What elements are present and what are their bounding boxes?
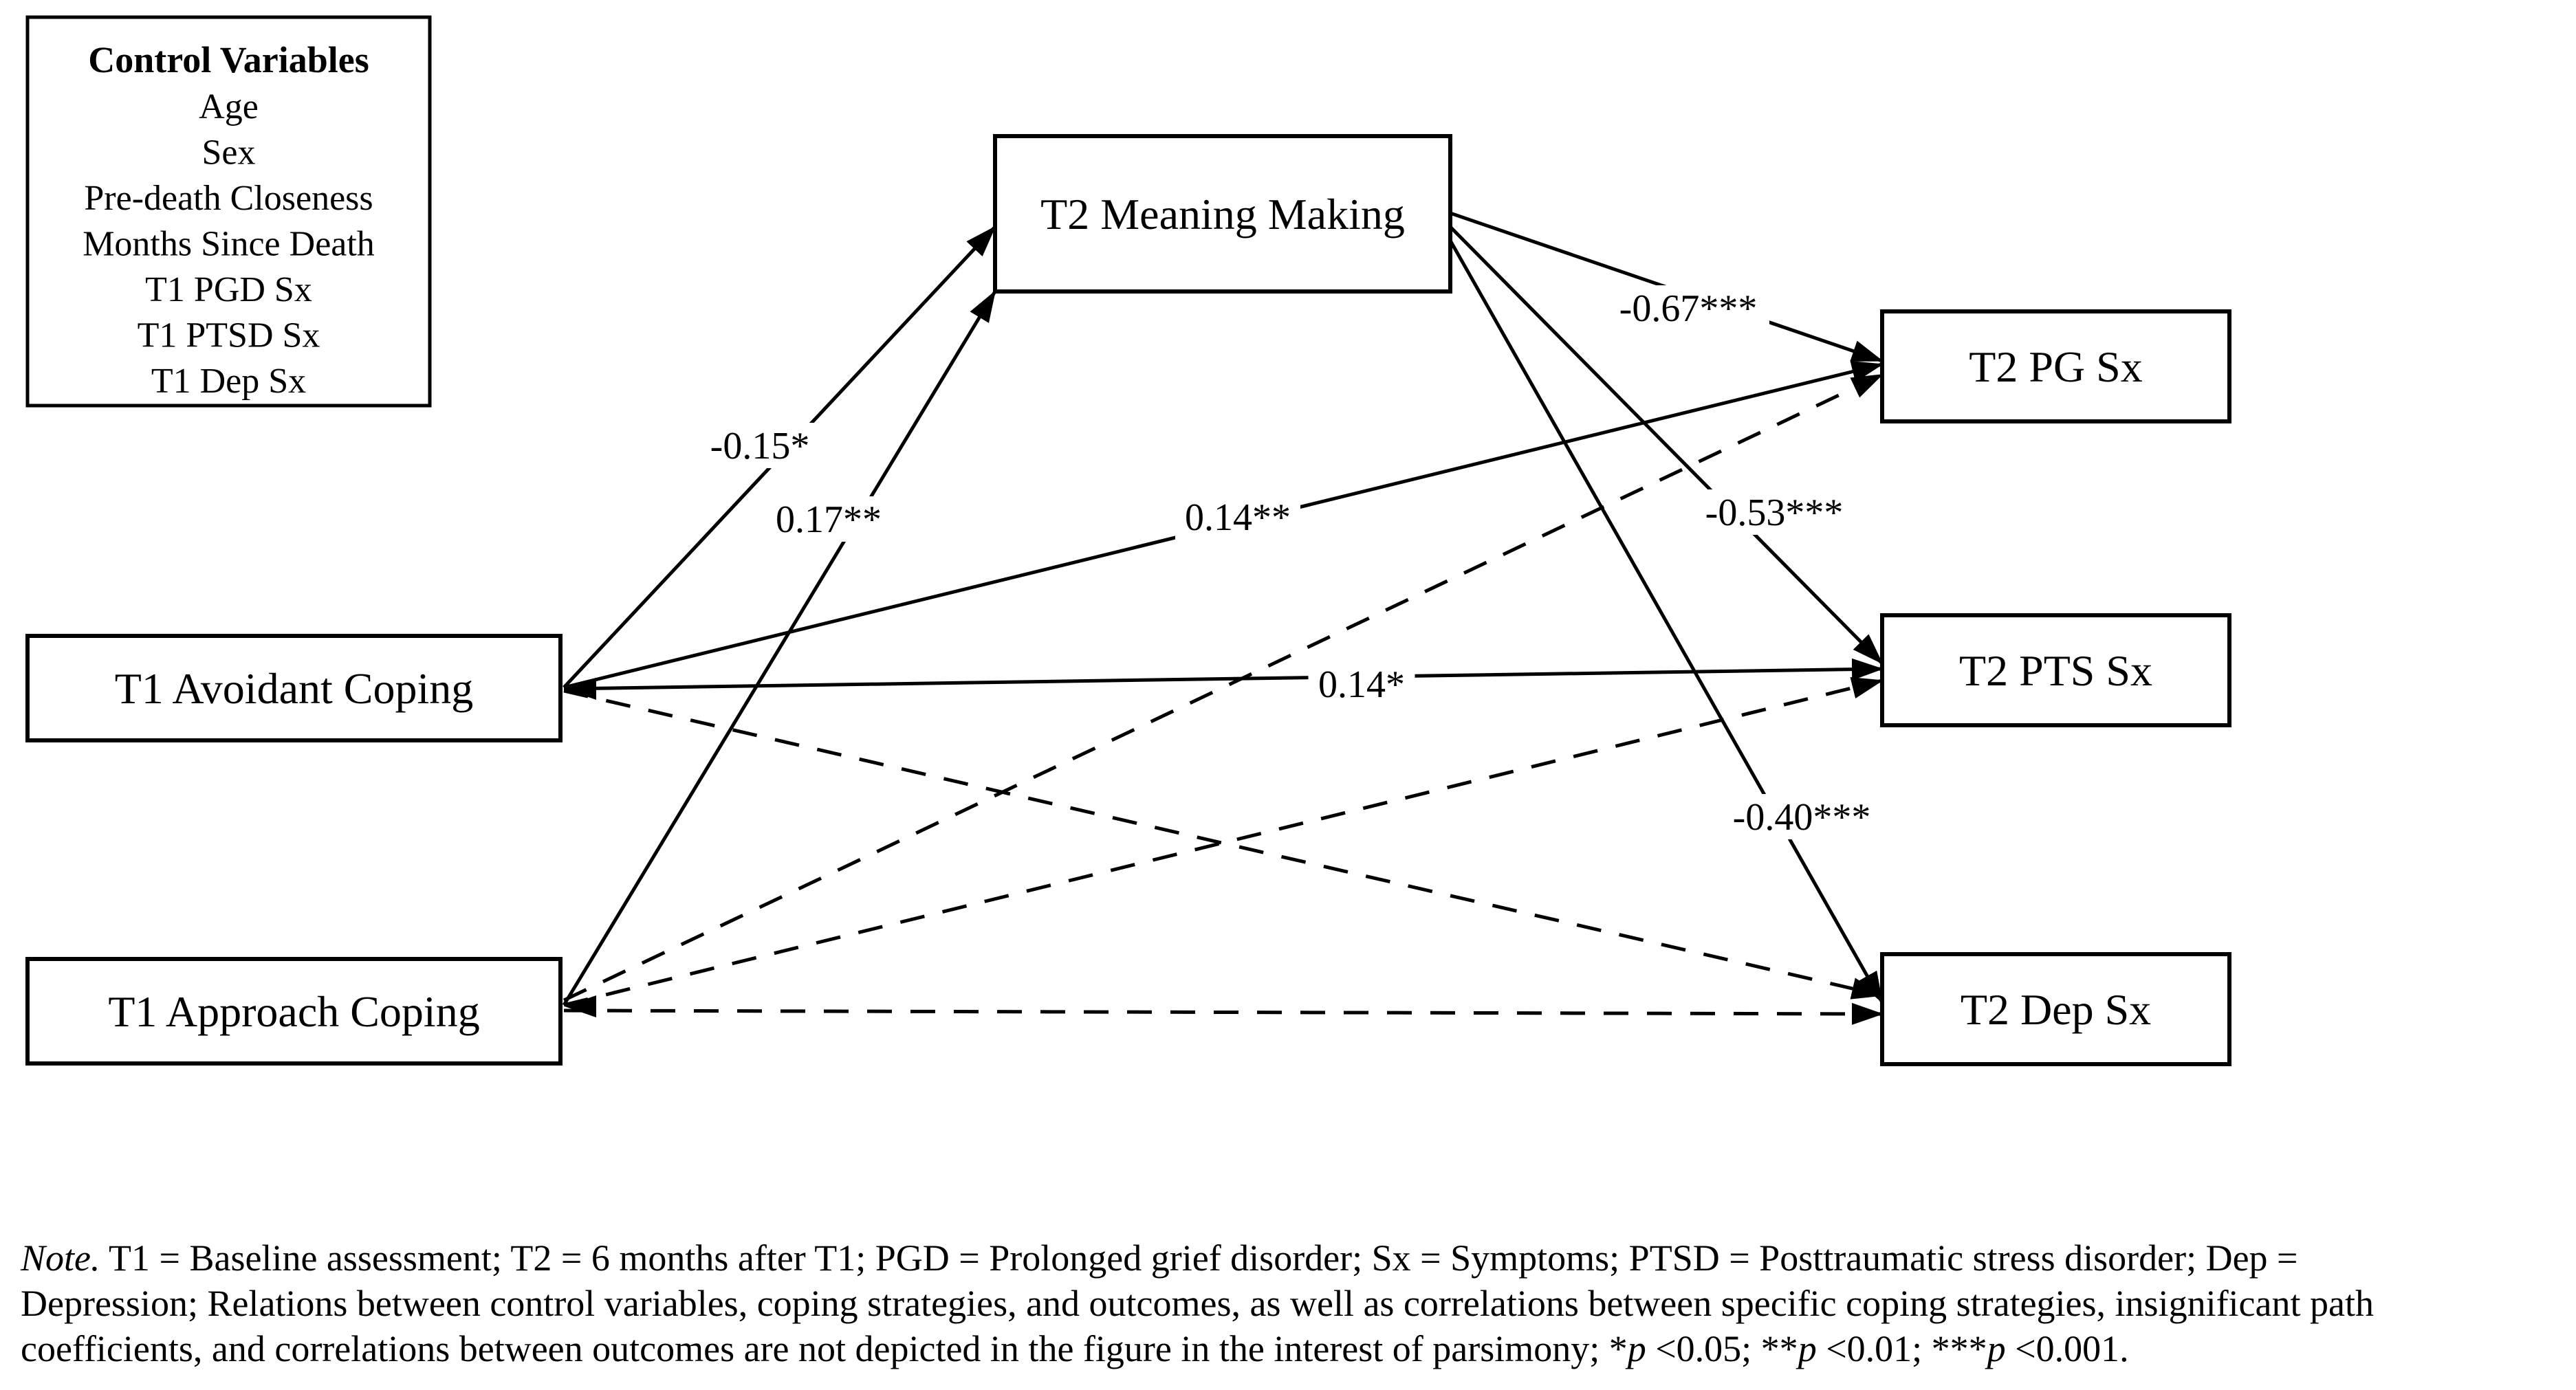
node-label-pg: T2 PG Sx	[1969, 342, 2143, 391]
node-box-pts	[1880, 613, 2231, 727]
coefficient-label-plate	[1308, 661, 1415, 707]
node-box-pg	[1880, 309, 2231, 423]
note-line: Note. T1 = Baseline assessment; T2 = 6 m…	[20, 1237, 2298, 1279]
control-variables-title: Control Variables	[88, 39, 369, 80]
path-approach-to-mm	[562, 290, 997, 1006]
node-box-avoidant	[25, 634, 563, 742]
coefficient-label-approach-mm: 0.17**	[776, 498, 882, 541]
node-box-dep	[1880, 952, 2231, 1066]
node-box-mm	[993, 134, 1452, 294]
control-variable-item: T1 PTSD Sx	[138, 316, 320, 355]
node-label-avoidant: T1 Avoidant Coping	[115, 664, 473, 713]
control-variable-item: T1 Dep Sx	[151, 362, 306, 401]
coefficient-label-avoidant-pts: 0.14*	[1318, 663, 1405, 706]
control-variable-item: Months Since Death	[83, 225, 375, 264]
note-line: coefficients, and correlations between o…	[21, 1328, 2129, 1369]
control-variable-item: T1 PGD Sx	[145, 270, 312, 309]
coefficient-label-plate	[766, 496, 891, 542]
coefficient-label-plate	[697, 423, 822, 468]
path-approach-to-pg-dashed	[563, 373, 1884, 1002]
path-approach-to-dep-dashed	[563, 1002, 1884, 1025]
coefficient-label-plate	[1607, 285, 1769, 331]
path-mm-to-dep	[1448, 239, 1884, 1004]
coefficient-label-mm-dep: -0.40***	[1733, 796, 1871, 839]
control-variable-item: Age	[199, 87, 259, 126]
path-avoidant-to-dep-dashed	[563, 689, 1884, 1000]
path-avoidant-to-pts	[563, 658, 1884, 691]
node-box-approach	[25, 957, 563, 1066]
coefficient-label-avoidant-mm: -0.15*	[710, 425, 810, 467]
path-mm-to-pts	[1449, 225, 1884, 665]
note-line: Depression; Relations between control va…	[21, 1283, 2374, 1324]
coefficient-label-plate	[1175, 494, 1300, 540]
back-arrowhead-icon	[565, 678, 596, 700]
back-arrowhead-icon	[565, 995, 596, 1017]
coefficient-label-mm-pg: -0.67***	[1619, 287, 1758, 330]
control-variables-box	[25, 15, 432, 408]
coefficient-label-plate	[1693, 489, 1855, 535]
coefficient-label-plate	[1721, 794, 1883, 839]
node-label-dep: T2 Dep Sx	[1961, 985, 2151, 1034]
control-variable-item: Pre-death Closeness	[84, 179, 373, 218]
node-label-approach: T1 Approach Coping	[108, 987, 479, 1036]
coefficient-label-mm-pts: -0.53***	[1705, 492, 1844, 534]
node-label-pts: T2 PTS Sx	[1959, 646, 2152, 695]
control-variable-item: Sex	[202, 133, 256, 173]
path-approach-to-pts-dashed	[563, 676, 1884, 1007]
node-label-mm: T2 Meaning Making	[1040, 190, 1405, 239]
coefficient-label-avoidant-pg: 0.14**	[1185, 496, 1291, 539]
